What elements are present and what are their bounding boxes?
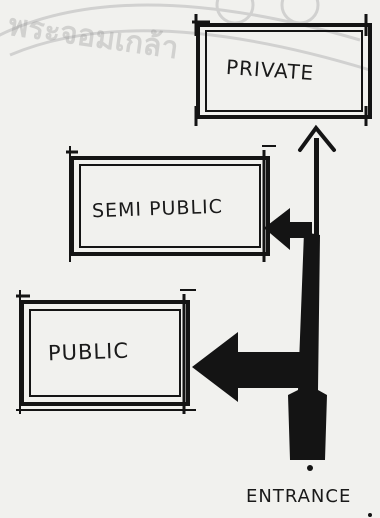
- entrance-label-dot: [368, 513, 372, 517]
- public-box: [16, 289, 196, 414]
- arrow-to-public: [192, 332, 305, 402]
- arrow-to-semi-public: [264, 208, 312, 250]
- semi-public-label: SEMI PUBLIC: [91, 195, 224, 223]
- circulation-spine: [288, 138, 327, 460]
- entrance-label: ENTRANCE: [246, 486, 352, 507]
- entrance-dot: [307, 465, 313, 471]
- arrow-to-private: [298, 124, 336, 152]
- private-box: [192, 14, 372, 126]
- semi-public-box: [66, 145, 276, 262]
- public-label: PUBLIC: [47, 338, 130, 366]
